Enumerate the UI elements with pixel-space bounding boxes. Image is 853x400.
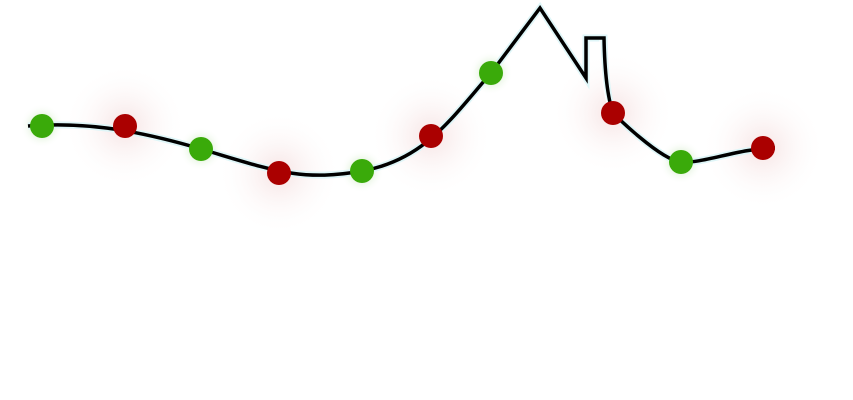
red-light-bulb xyxy=(751,136,775,160)
red-light-bulb xyxy=(419,124,443,148)
green-light-bulb xyxy=(479,61,503,85)
green-light-bulb xyxy=(350,159,374,183)
green-light-bulb xyxy=(189,137,213,161)
green-light-bulb xyxy=(669,150,693,174)
green-light-bulb xyxy=(30,114,54,138)
red-light-bulb xyxy=(267,161,291,185)
red-light-bulb xyxy=(113,114,137,138)
bulbs xyxy=(30,61,775,185)
red-light-bulb xyxy=(601,101,625,125)
